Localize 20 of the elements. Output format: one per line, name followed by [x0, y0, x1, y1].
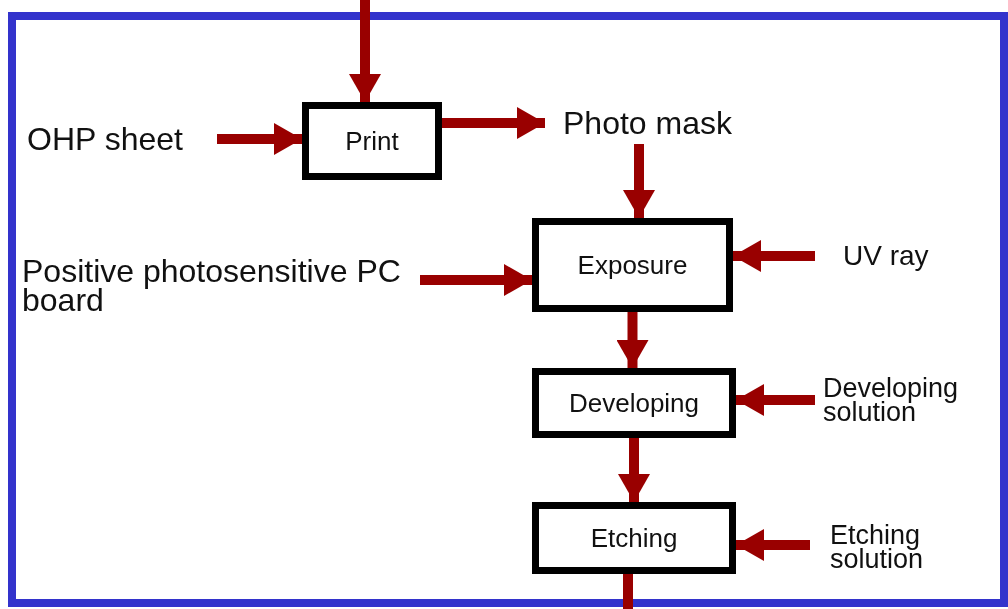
arrow [623, 144, 655, 218]
process-box: Etching [532, 502, 736, 574]
process-box: Developing [532, 368, 736, 438]
arrow [618, 438, 650, 502]
input-label: UV ray [843, 243, 929, 269]
process-box: Print [302, 102, 442, 180]
arrow [733, 240, 815, 272]
input-label: Photo mask [563, 108, 732, 138]
arrow [736, 384, 815, 416]
input-label: Etching solution [830, 522, 925, 572]
arrow [736, 529, 810, 561]
input-label: Positive photosensitive PC board [22, 257, 402, 315]
arrow [217, 123, 302, 155]
arrow [420, 264, 532, 296]
arrow [616, 312, 649, 368]
input-label: OHP sheet [27, 124, 183, 154]
input-label: Developing solution [823, 375, 960, 425]
arrow [442, 107, 545, 139]
process-box: Exposure [532, 218, 733, 312]
arrow [349, 0, 381, 102]
